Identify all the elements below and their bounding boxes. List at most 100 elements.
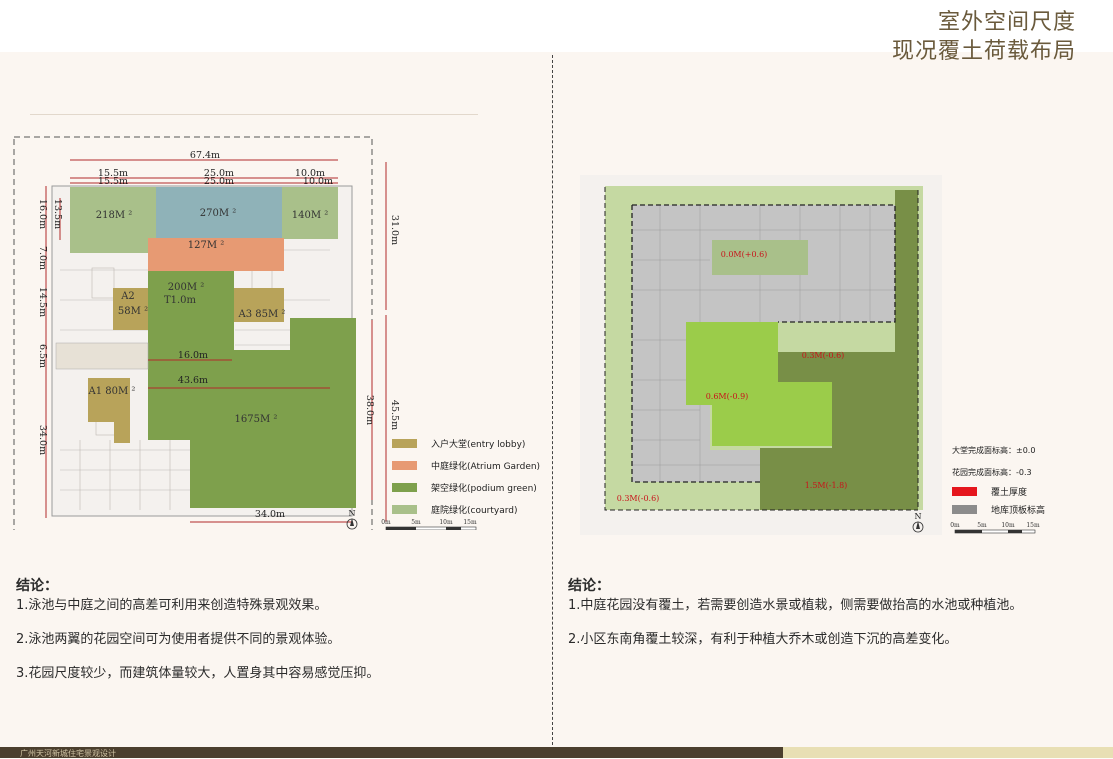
courtyard-bright <box>686 322 832 446</box>
dim-top-a: 15.5m <box>98 168 128 179</box>
svg-text:N: N <box>349 509 356 518</box>
svg-text:15m: 15m <box>1026 522 1040 529</box>
legend-swatch <box>392 505 417 514</box>
svg-text:10m: 10m <box>1001 522 1015 529</box>
legend-slab-level: 地库顶板标高 <box>952 503 1045 516</box>
dim-top2-c: 10.0m <box>303 176 333 187</box>
conclusion-heading: 结论： <box>16 578 58 594</box>
title-line-1: 室外空间尺度 <box>937 10 1076 35</box>
dim-bottom-34: 34.0m <box>255 509 285 520</box>
conclusion-item: 3.花园尺度较少，而建筑体量较大，人置身其中容易感觉压抑。 <box>16 666 380 681</box>
label-a3: A3 85M ² <box>238 309 286 320</box>
svg-text:0m: 0m <box>950 522 960 529</box>
deep-soil-area <box>760 190 918 510</box>
dim-left-13: 13.5m <box>52 199 63 229</box>
legend-entry-lobby: 入户大堂(entry lobby) <box>392 437 525 450</box>
dim-mid-43: 43.6m <box>178 375 208 386</box>
dim-left-7: 7.0m <box>37 246 48 270</box>
label-218: 218M ² <box>96 210 133 221</box>
hatched-strip <box>55 342 149 370</box>
lobby-a1-stem <box>114 405 130 443</box>
title-line-2: 现况覆土荷载布局 <box>891 39 1076 64</box>
page-title: 室外空间尺度 现况覆土荷载布局 <box>892 8 1076 66</box>
left-rule <box>30 114 478 115</box>
legend-swatch <box>392 439 417 448</box>
soil-label-4: 0.3M(-0.6) <box>617 494 660 503</box>
left-site-plan: 67.4m 15.5m 25.0m 10.0m 15.5m 25.0m 10.0… <box>13 136 477 530</box>
label-1675: 1675M ² <box>235 414 278 425</box>
area-127-atrium <box>148 238 284 271</box>
atrium-zero-soil <box>712 240 808 275</box>
svg-text:5m: 5m <box>977 522 987 529</box>
legend-podium-green: 架空绿化(podium green) <box>392 481 537 494</box>
label-a58: 58M ² <box>118 306 148 317</box>
right-info-lobby: 大堂完成面标高：±0.0 <box>952 446 1036 455</box>
conclusion-heading: 结论： <box>568 578 610 594</box>
conclusion-item: 2.小区东南角覆土较深，有利于种植大乔木或创造下沉的高差变化。 <box>568 632 958 647</box>
right-site-plan: 0.0M(+0.6) 0.3M(-0.6) 0.6M(-0.9) 0.3M(-0… <box>580 175 1040 535</box>
legend-label: 地库顶板标高 <box>991 506 1046 516</box>
label-t1: T1.0m <box>164 295 197 306</box>
conclusion-item: 1.泳池与中庭之间的高差可利用来创造特殊景观效果。 <box>16 598 328 613</box>
dim-top2-a: 15.5m <box>98 176 128 187</box>
soil-label-1: 0.0M(+0.6) <box>721 250 768 259</box>
svg-text:5m: 5m <box>411 519 421 526</box>
area-labels: 218M ² 270M ² 140M ² 127M ² 200M ² T1.0m… <box>88 208 329 425</box>
dimension-lines <box>45 159 387 523</box>
north-arrow: N <box>346 509 358 530</box>
site-dashed-outline <box>604 187 919 511</box>
dim-top-total: 67.4m <box>190 150 220 161</box>
scale-bar-right: 0m 5m 10m 15m <box>950 522 1040 534</box>
dim-right-31: 31.0m <box>389 215 400 245</box>
dim-right-38: 38.0m <box>364 395 375 425</box>
conclusion-item: 2.泳池两翼的花园空间可为使用者提供不同的景观体验。 <box>16 632 341 647</box>
conclusion-item: 1.中庭花园没有覆土，若需要创造水景或植栽，侧需要做抬高的水池或种植池。 <box>568 598 1023 613</box>
dim-left-6: 6.5m <box>37 344 48 368</box>
soil-label-5: 1.5M(-1.8) <box>805 481 848 490</box>
legend-label: 中庭绿化(Atrium Garden) <box>431 462 541 472</box>
legend-atrium-garden: 中庭绿化(Atrium Garden) <box>392 459 540 472</box>
soil-label-2: 0.3M(-0.6) <box>802 351 845 360</box>
legend-swatch <box>392 461 417 470</box>
svg-text:N: N <box>915 512 922 521</box>
dim-right-45: 45.5m <box>389 400 400 430</box>
soil-label-3: 0.6M(-0.9) <box>706 392 749 401</box>
header-bar <box>0 0 1113 52</box>
footer-text: 广州天河新城住宅景观设计 <box>20 749 116 758</box>
sw-light-strip <box>605 482 760 510</box>
area-1675-courtyard <box>148 318 356 508</box>
dim-left-34: 34.0m <box>37 425 48 455</box>
label-270: 270M ² <box>200 208 237 219</box>
soil-labels: 0.0M(+0.6) 0.3M(-0.6) 0.6M(-0.9) 0.3M(-0… <box>617 250 848 503</box>
dim-labels: 67.4m 15.5m 25.0m 10.0m 15.5m 25.0m 10.0… <box>98 150 333 520</box>
svg-text:15m: 15m <box>463 519 477 526</box>
legend-courtyard: 庭院绿化(courtyard) <box>392 503 518 516</box>
label-a2: A2 <box>120 291 135 302</box>
conclusion-left: 结论： 1.泳池与中庭之间的高差可利用来创造特殊景观效果。 2.泳池两翼的花园空… <box>16 576 536 684</box>
building-grey <box>632 205 895 482</box>
legend-swatch <box>952 487 977 496</box>
north-arrow-right: N <box>912 512 924 533</box>
area-140 <box>282 187 338 239</box>
label-127: 127M ² <box>188 240 225 251</box>
legend-label: 入户大堂(entry lobby) <box>431 440 526 450</box>
lobby-a2 <box>113 288 148 330</box>
area-270-pool <box>156 187 282 239</box>
right-info-garden: 花园完成面标高：-0.3 <box>952 468 1032 477</box>
center-divider <box>552 55 553 745</box>
legend-label: 覆土厚度 <box>991 488 1028 498</box>
label-a1: A1 80M ² <box>88 386 136 397</box>
area-218 <box>70 187 156 253</box>
lobby-a3 <box>234 288 284 322</box>
svg-text:0m: 0m <box>381 519 391 526</box>
area-200-podium <box>148 271 234 327</box>
dim-mid-16: 16.0m <box>178 350 208 361</box>
legend-swatch <box>952 505 977 514</box>
dim-top-c: 10.0m <box>295 168 325 179</box>
dim-top-b: 25.0m <box>204 168 234 179</box>
legend-soil-depth: 覆土厚度 <box>952 485 1027 498</box>
dim-labels-vertical: 16.0m 13.5m 7.0m 14.5m 6.5m 34.0m 31.0m … <box>37 199 400 455</box>
building-dashed-outline <box>631 204 896 483</box>
label-140: 140M ² <box>292 210 329 221</box>
footer-bar: 广州天河新城住宅景观设计 <box>0 747 1113 758</box>
